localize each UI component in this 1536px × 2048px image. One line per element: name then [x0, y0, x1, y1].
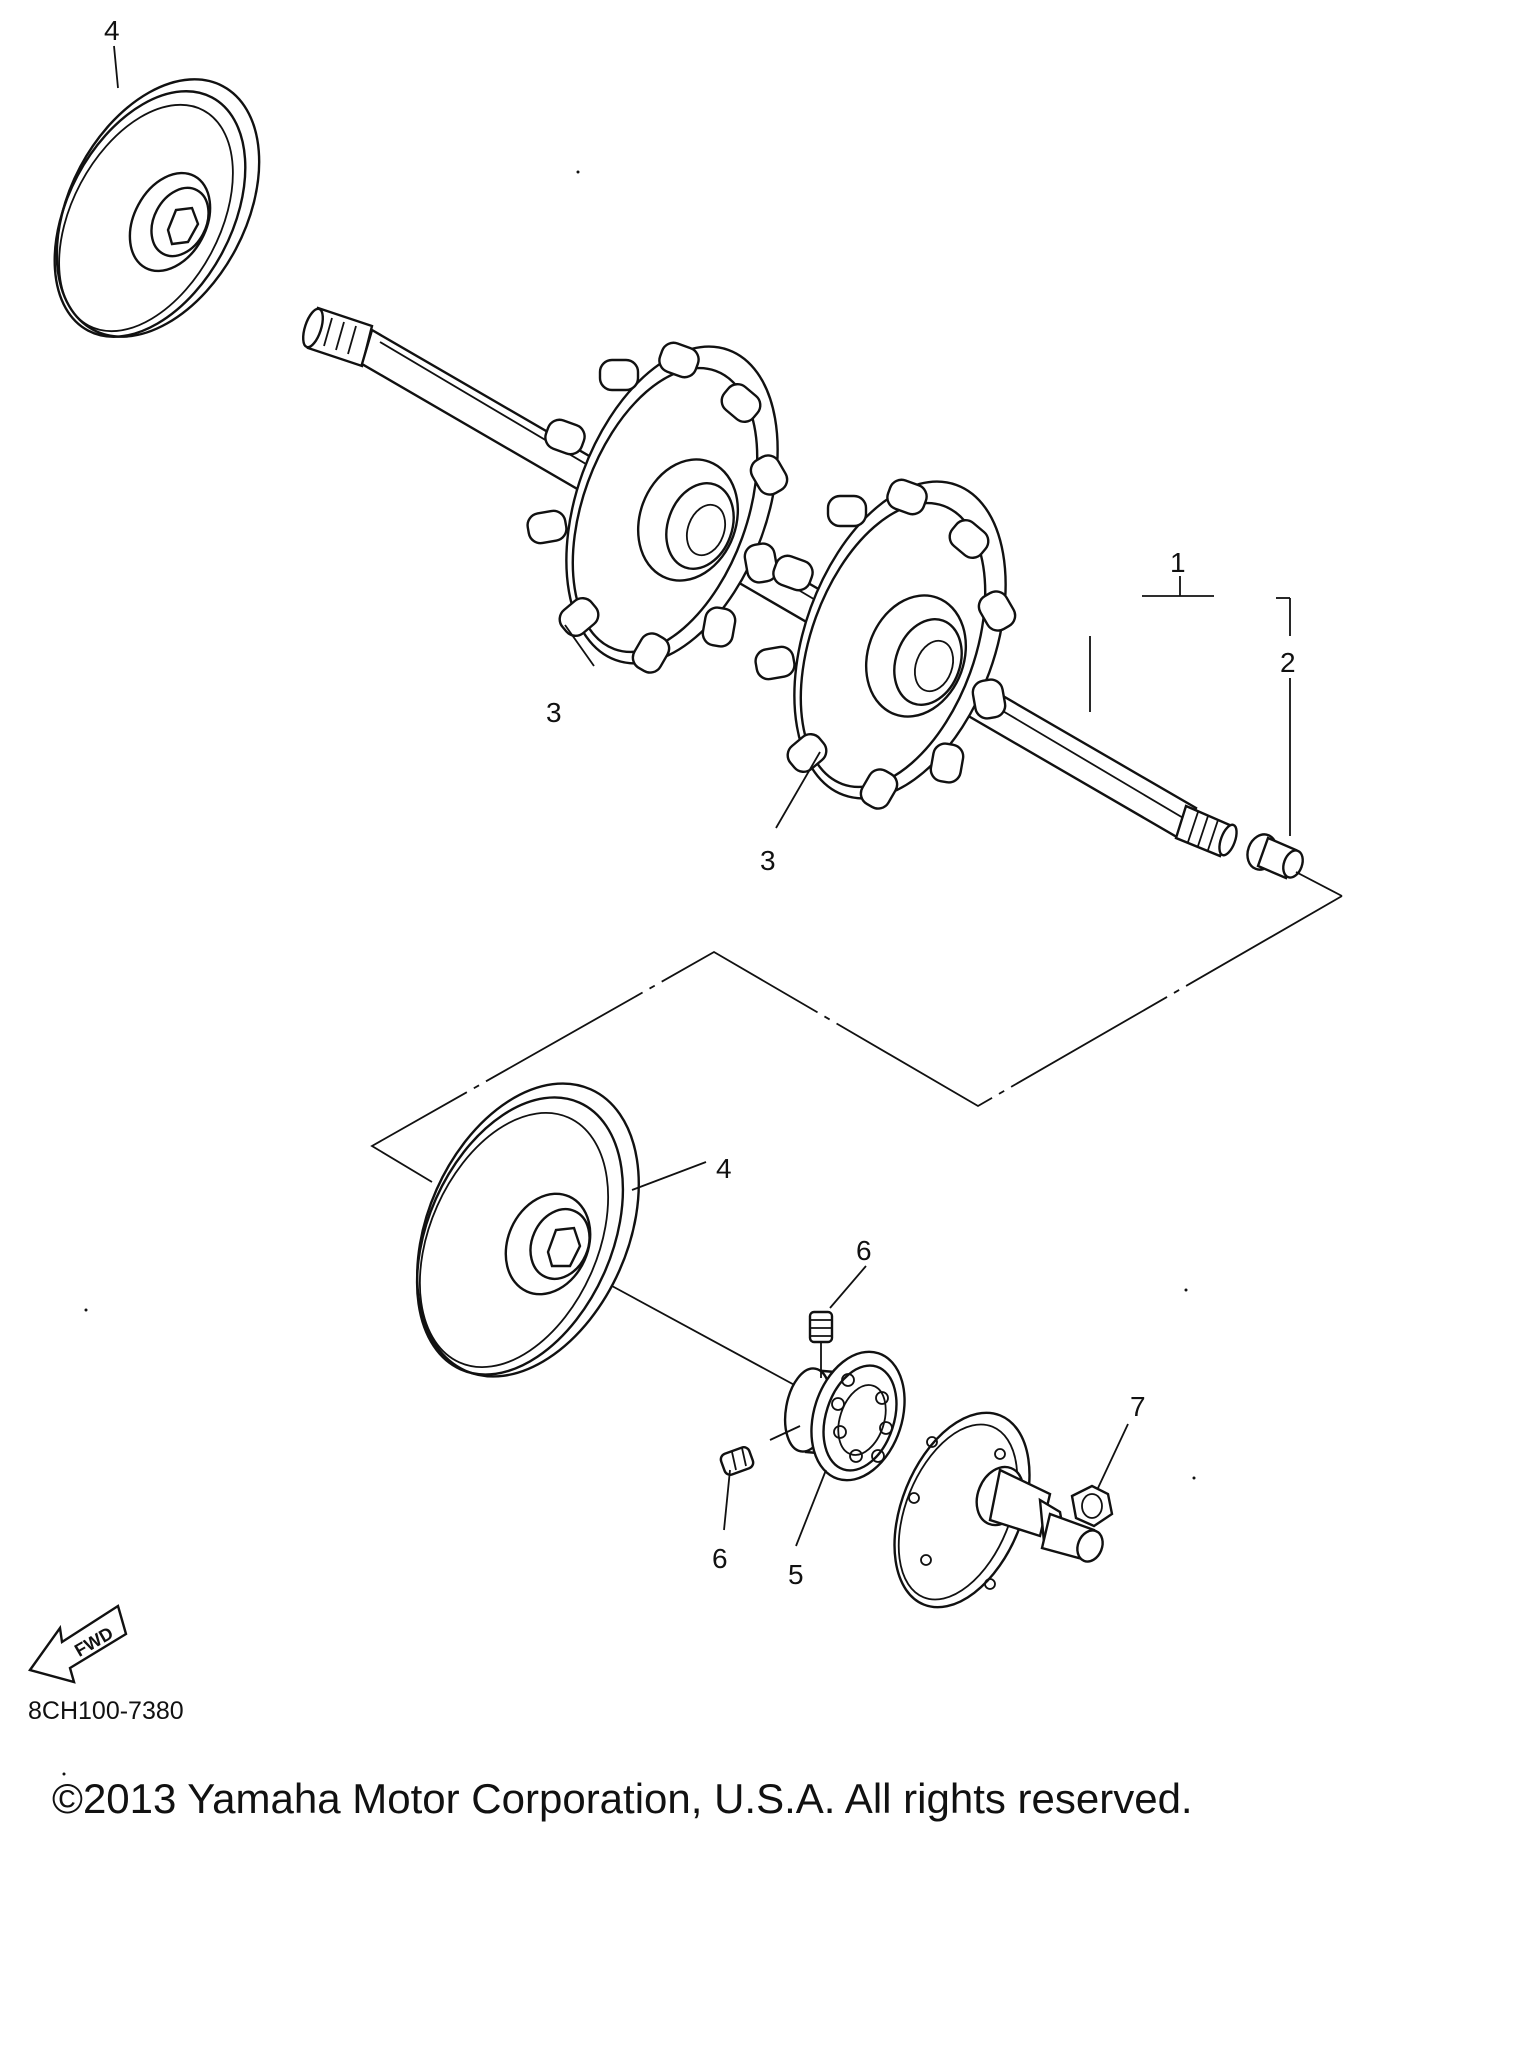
callout-4-bottom: 4: [716, 1153, 732, 1184]
copyright-notice: ©2013 Yamaha Motor Corporation, U.S.A. A…: [52, 1775, 1193, 1822]
callout-5: 5: [788, 1559, 804, 1590]
shaft-collar-part-2: [1246, 833, 1304, 880]
callout-6-top: 6: [856, 1235, 872, 1266]
assembly-axis-line: [611, 1285, 801, 1389]
idler-wheel-top: [53, 78, 261, 338]
idler-wheel-bottom: [415, 1082, 640, 1378]
callout-2: 2: [1280, 647, 1296, 678]
diagram-code: 8CH100-7380: [28, 1697, 184, 1725]
wheel-hub-flange: [893, 1411, 1104, 1609]
callout-4-top: 4: [104, 15, 120, 46]
callout-3-left: 3: [546, 697, 562, 728]
drive-shaft: [301, 306, 1238, 858]
drive-sprocket-left: [526, 341, 789, 674]
forward-arrow-icon: FWD: [28, 1604, 128, 1684]
drive-sprocket-right: [754, 478, 1017, 810]
bearing-housing-part-5: [769, 1350, 906, 1482]
callout-3-right: 3: [760, 845, 776, 876]
callout-1: 1: [1170, 547, 1186, 578]
callout-brackets: [1089, 576, 1291, 836]
callout-7: 7: [1130, 1391, 1146, 1422]
set-screw-side-part-6: [719, 1446, 755, 1476]
callout-6-bottom: 6: [712, 1543, 728, 1574]
assembly-outline: [370, 871, 1343, 1183]
nut-part-7: [1070, 1484, 1114, 1528]
set-screw-top-part-6: [808, 1310, 834, 1378]
leader-lines: [113, 45, 1129, 1547]
